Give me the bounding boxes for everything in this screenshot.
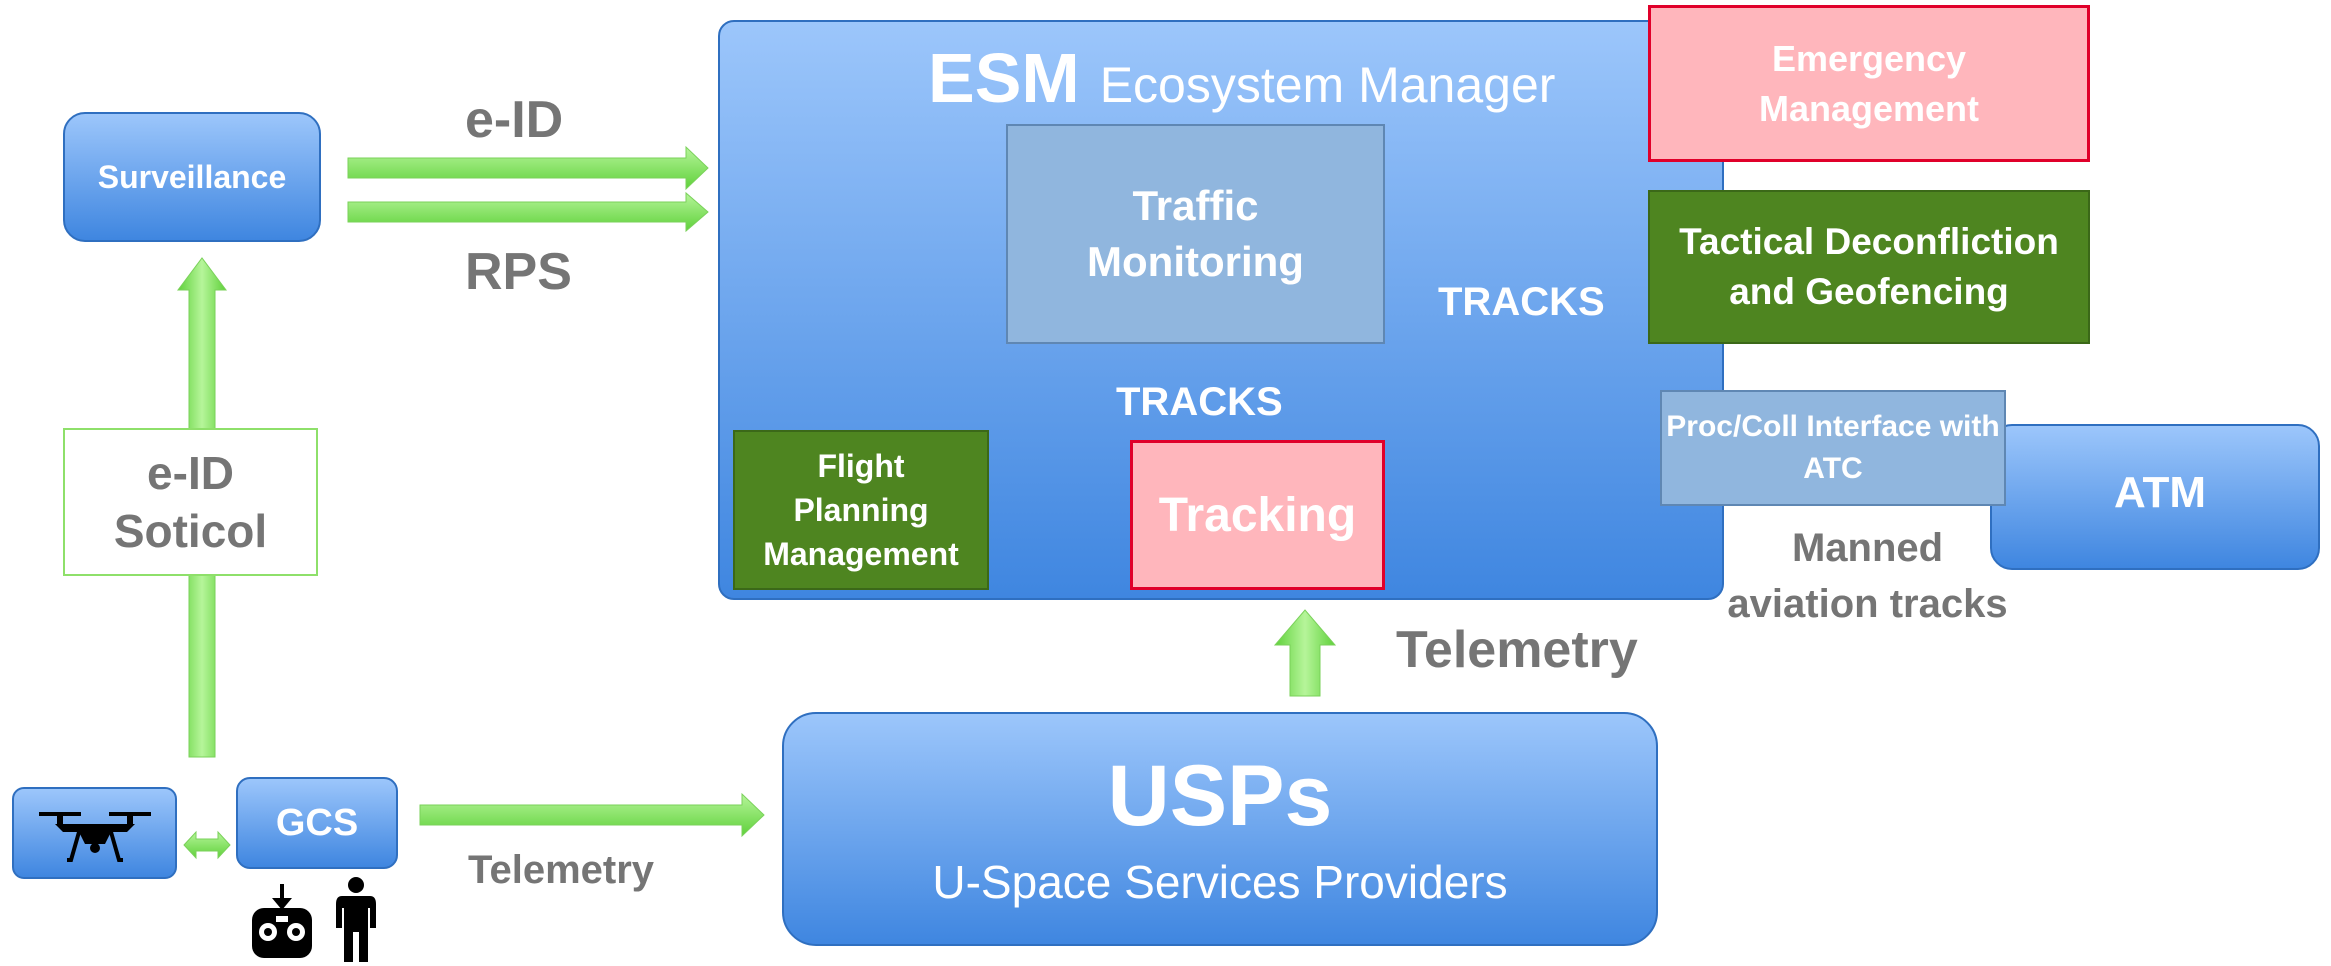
eid-soticol-line2: Soticol xyxy=(113,505,268,557)
manned-line1: Manned xyxy=(1791,526,1944,570)
telemetry-left-label: Telemetry xyxy=(468,848,655,892)
remote-controller-icon xyxy=(252,884,312,958)
eid-soticol-box: e-ID Soticol xyxy=(63,428,318,576)
usps-full-label: U-Space Services Providers xyxy=(932,856,1508,908)
esm-title: ESM Ecosystem Manager xyxy=(928,38,1555,118)
proc-line1: Proc/Coll Interface with xyxy=(1666,410,2000,443)
tracks-mid-label: TRACKS xyxy=(1116,380,1283,424)
emergency-line1: Emergency xyxy=(1771,37,1967,79)
tracking-label: Tracking xyxy=(1158,488,1357,542)
rps-label: RPS xyxy=(465,243,572,301)
manned-aviation-label: Manned aviation tracks xyxy=(1700,520,2035,632)
tracks-right-label: TRACKS xyxy=(1438,280,1605,324)
traffic-monitoring-line1: Traffic xyxy=(1132,182,1259,229)
telemetry-arrow-left xyxy=(419,792,765,838)
tactical-deconfliction-box: Tactical Deconfliction and Geofencing xyxy=(1648,190,2090,344)
atm-box: ATM xyxy=(1990,424,2320,570)
telemetry-mid-label: Telemetry xyxy=(1396,621,1638,679)
flight-planning-box: Flight Planning Management xyxy=(733,430,989,590)
tactical-line2: and Geofencing xyxy=(1729,271,2009,312)
drone-box xyxy=(12,787,177,879)
usps-label: USPs xyxy=(1107,748,1333,844)
rps-arrow xyxy=(347,191,709,233)
surveillance-label: Surveillance xyxy=(97,158,287,195)
traffic-monitoring-box: Traffic Monitoring xyxy=(1006,124,1385,344)
traffic-monitoring-line2: Monitoring xyxy=(1087,238,1304,285)
eid-soticol-line1: e-ID xyxy=(147,447,234,499)
emergency-management-box: Emergency Management xyxy=(1648,5,2090,162)
drone-icon xyxy=(38,812,151,862)
flight-planning-line2: Planning xyxy=(793,492,929,528)
tactical-line1: Tactical Deconfliction xyxy=(1679,221,2059,262)
atm-label: ATM xyxy=(2113,468,2207,517)
gcs-box: GCS xyxy=(236,777,398,869)
emergency-line2: Management xyxy=(1758,87,1980,129)
flight-planning-line1: Flight xyxy=(817,448,905,484)
manned-line2: aviation tracks xyxy=(1727,582,2008,626)
gcs-label: GCS xyxy=(275,801,359,844)
proc-coll-interface-box: Proc/Coll Interface with ATC xyxy=(1660,390,2006,506)
tracking-box: Tracking xyxy=(1130,440,1385,590)
esm-full: Ecosystem Manager xyxy=(1099,57,1556,113)
telemetry-up-arrow xyxy=(1273,609,1337,697)
surveillance-box: Surveillance xyxy=(63,112,321,242)
proc-line2: ATC xyxy=(1803,452,1863,485)
usps-box: USPs U-Space Services Providers xyxy=(782,712,1658,946)
drone-gcs-arrow xyxy=(183,830,231,860)
eid-arrow xyxy=(347,145,709,191)
person-icon xyxy=(336,877,376,962)
flight-planning-line3: Management xyxy=(763,536,959,572)
eid-label: e-ID xyxy=(465,91,564,149)
esm-abbrev: ESM xyxy=(928,39,1080,117)
